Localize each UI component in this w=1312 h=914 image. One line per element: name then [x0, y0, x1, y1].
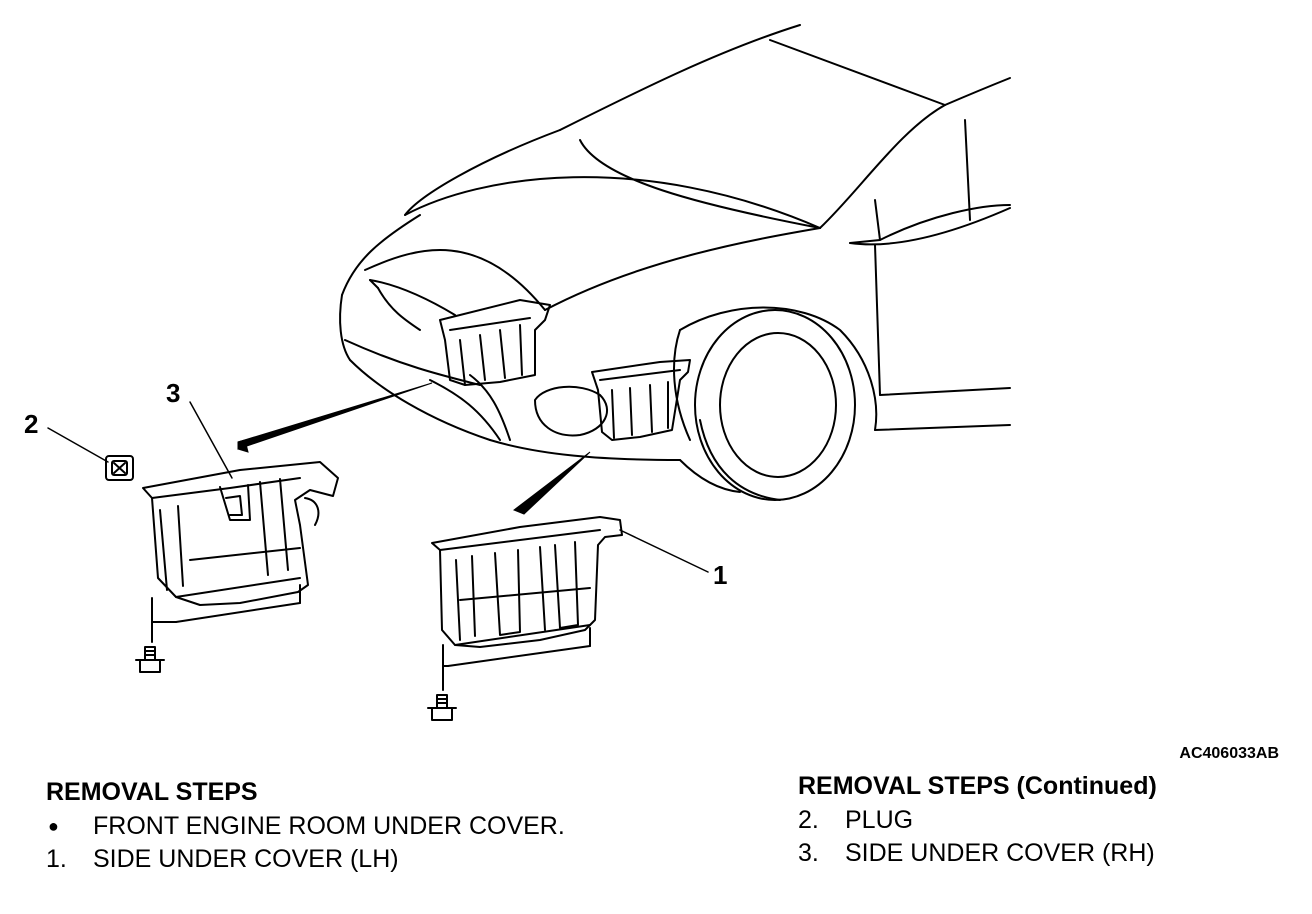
mounted-cover-front-icon — [439, 299, 551, 386]
step-number: 1. — [46, 845, 67, 873]
figure-code: AC406033AB — [1179, 745, 1279, 762]
step-item: 3. SIDE UNDER COVER (RH) — [798, 837, 1288, 870]
direction-arrow-icon — [512, 451, 591, 515]
callout-2-label: 2 — [24, 409, 39, 439]
removal-steps-right: REMOVAL STEPS (Continued) 2. PLUG 3. SID… — [798, 770, 1288, 870]
callout-3-label: 3 — [166, 378, 181, 408]
step-text: SIDE UNDER COVER (RH) — [845, 839, 1155, 867]
removal-steps-continued-heading: REMOVAL STEPS (Continued) — [798, 772, 1157, 800]
step-item: 2. PLUG — [798, 804, 1288, 837]
callout-1-label: 1 — [713, 560, 728, 590]
step-bullet: ● — [48, 816, 59, 836]
bolt-icon — [427, 694, 457, 721]
side-under-cover-rh-icon — [142, 461, 339, 606]
step-text: FRONT ENGINE ROOM UNDER COVER. — [93, 812, 565, 840]
step-text: PLUG — [845, 806, 914, 834]
step-text: SIDE UNDER COVER (LH) — [93, 845, 399, 873]
exploded-view-diagram — [47, 24, 1011, 721]
step-number: 2. — [798, 806, 819, 834]
removal-steps-left: REMOVAL STEPS ● FRONT ENGINE ROOM UNDER … — [46, 776, 586, 876]
step-item: ● FRONT ENGINE ROOM UNDER COVER. — [46, 810, 586, 843]
bolt-icon — [135, 646, 165, 673]
step-item: 1. SIDE UNDER COVER (LH) — [46, 843, 586, 876]
side-under-cover-lh-icon — [431, 516, 623, 648]
removal-steps-heading: REMOVAL STEPS — [46, 778, 258, 806]
step-number: 3. — [798, 839, 819, 867]
direction-arrow-icon — [237, 382, 433, 453]
car-front-quarter-icon — [339, 24, 1011, 501]
mounted-cover-side-icon — [591, 359, 691, 441]
plug-icon — [105, 455, 134, 481]
